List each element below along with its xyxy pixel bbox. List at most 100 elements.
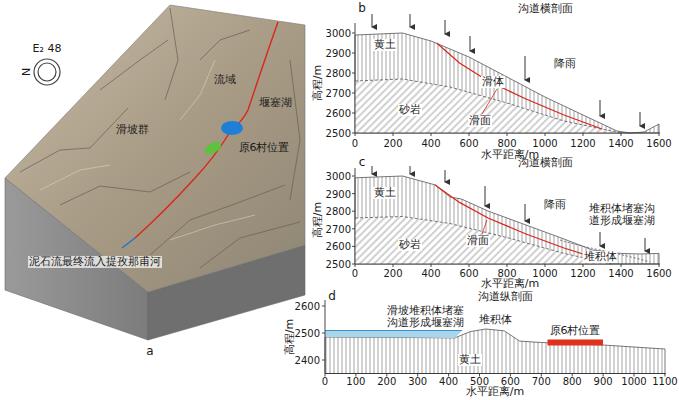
label: 400 xyxy=(421,138,440,149)
light-ridges xyxy=(40,60,255,240)
label: 1100 xyxy=(652,376,677,387)
village-site xyxy=(203,139,224,157)
label: 沟道纵剖面 xyxy=(478,291,533,303)
label: 2500 xyxy=(326,259,351,270)
label: 黄土 xyxy=(373,39,397,51)
label: 2800 xyxy=(326,206,351,217)
label: 砂岩 xyxy=(398,104,422,116)
slip-surface xyxy=(435,185,593,257)
terrain-block xyxy=(5,5,305,340)
label: 2600 xyxy=(326,108,351,119)
label: 1000 xyxy=(532,268,557,279)
loess-layer xyxy=(355,33,659,133)
terrain-surface xyxy=(5,5,305,292)
loess-layer xyxy=(325,329,665,374)
label: 滑面 xyxy=(468,115,492,127)
loess-layer xyxy=(355,176,659,264)
label: 原6村位置 xyxy=(239,142,290,154)
label: 1600 xyxy=(646,138,671,149)
label: 2500 xyxy=(326,128,351,139)
label: 降雨 xyxy=(554,58,576,70)
label: 1400 xyxy=(608,268,633,279)
label: 2600 xyxy=(295,301,320,312)
label: 300 xyxy=(408,376,427,387)
label: 600 xyxy=(459,138,478,149)
label: 2800 xyxy=(326,68,351,79)
label: 2700 xyxy=(326,88,351,99)
village-bar xyxy=(548,340,604,346)
label: 砂岩 xyxy=(398,239,422,251)
label: 2500 xyxy=(295,328,320,339)
axes xyxy=(355,168,660,264)
label: 500 xyxy=(470,376,489,387)
label: a xyxy=(146,345,153,358)
label: 滑体 xyxy=(481,76,505,88)
label: 降雨 xyxy=(544,199,566,211)
label: 600 xyxy=(501,376,520,387)
label: 堰塞湖 xyxy=(259,97,292,109)
river-line xyxy=(135,22,278,238)
compass xyxy=(34,59,60,85)
axes xyxy=(355,23,660,133)
label: 滑坡堆积体堵塞沟道形成堰塞湖 xyxy=(385,305,465,329)
label: 1200 xyxy=(570,268,595,279)
sandstone-ground xyxy=(355,217,612,265)
label: 800 xyxy=(497,268,516,279)
label: 高程/m xyxy=(312,202,324,238)
label: 泥石流最终流入提孜那甫河 xyxy=(28,256,162,268)
layer-boundary xyxy=(355,217,612,265)
leader-line xyxy=(482,220,487,234)
profile-c xyxy=(352,166,660,267)
lake-surface xyxy=(325,330,462,331)
label: 滑面 xyxy=(466,235,490,247)
label: 2900 xyxy=(326,48,351,59)
slip-surface xyxy=(437,43,602,129)
label: 流域 xyxy=(214,74,236,86)
label: 0 xyxy=(352,138,358,149)
label: 1200 xyxy=(570,138,595,149)
label: d xyxy=(328,290,336,303)
label: 700 xyxy=(532,376,551,387)
label: 3000 xyxy=(326,28,351,39)
rain-arrows xyxy=(372,14,640,126)
label: 0 xyxy=(322,376,328,387)
label: 800 xyxy=(497,138,516,149)
profile-b xyxy=(352,14,660,136)
label: 600 xyxy=(459,268,478,279)
compass xyxy=(38,63,56,81)
axis-ticks xyxy=(352,176,659,267)
label: 200 xyxy=(383,268,402,279)
label: 水平距离/m xyxy=(466,386,524,398)
label: 2900 xyxy=(326,188,351,199)
label: 100 xyxy=(346,376,365,387)
label: b xyxy=(358,2,366,15)
label: 1000 xyxy=(532,138,557,149)
label: 高程/m xyxy=(312,65,324,101)
label: E₂ 48 xyxy=(33,43,62,55)
label: 滑坡群 xyxy=(116,124,149,136)
label: 2600 xyxy=(326,241,351,252)
label: 2700 xyxy=(326,223,351,234)
dammed-lake xyxy=(325,331,462,338)
label: 水平距离/m xyxy=(481,278,539,290)
label: 200 xyxy=(377,376,396,387)
label: 900 xyxy=(594,376,613,387)
label: 堆积体 xyxy=(583,251,618,263)
label: 1000 xyxy=(621,376,646,387)
label: 0 xyxy=(352,268,358,279)
label: N xyxy=(21,68,33,76)
label: 堆积体 xyxy=(479,314,512,326)
label: 2400 xyxy=(295,355,320,366)
ridge-lines xyxy=(20,8,300,268)
label: 沟道横剖面 xyxy=(518,3,573,15)
label: 黄土 xyxy=(458,354,482,366)
profile-d xyxy=(322,300,666,377)
river-outlet xyxy=(122,238,135,248)
sandstone-layer xyxy=(355,217,612,265)
label: 1400 xyxy=(608,138,633,149)
axes xyxy=(325,300,666,374)
label: 3000 xyxy=(326,171,351,182)
